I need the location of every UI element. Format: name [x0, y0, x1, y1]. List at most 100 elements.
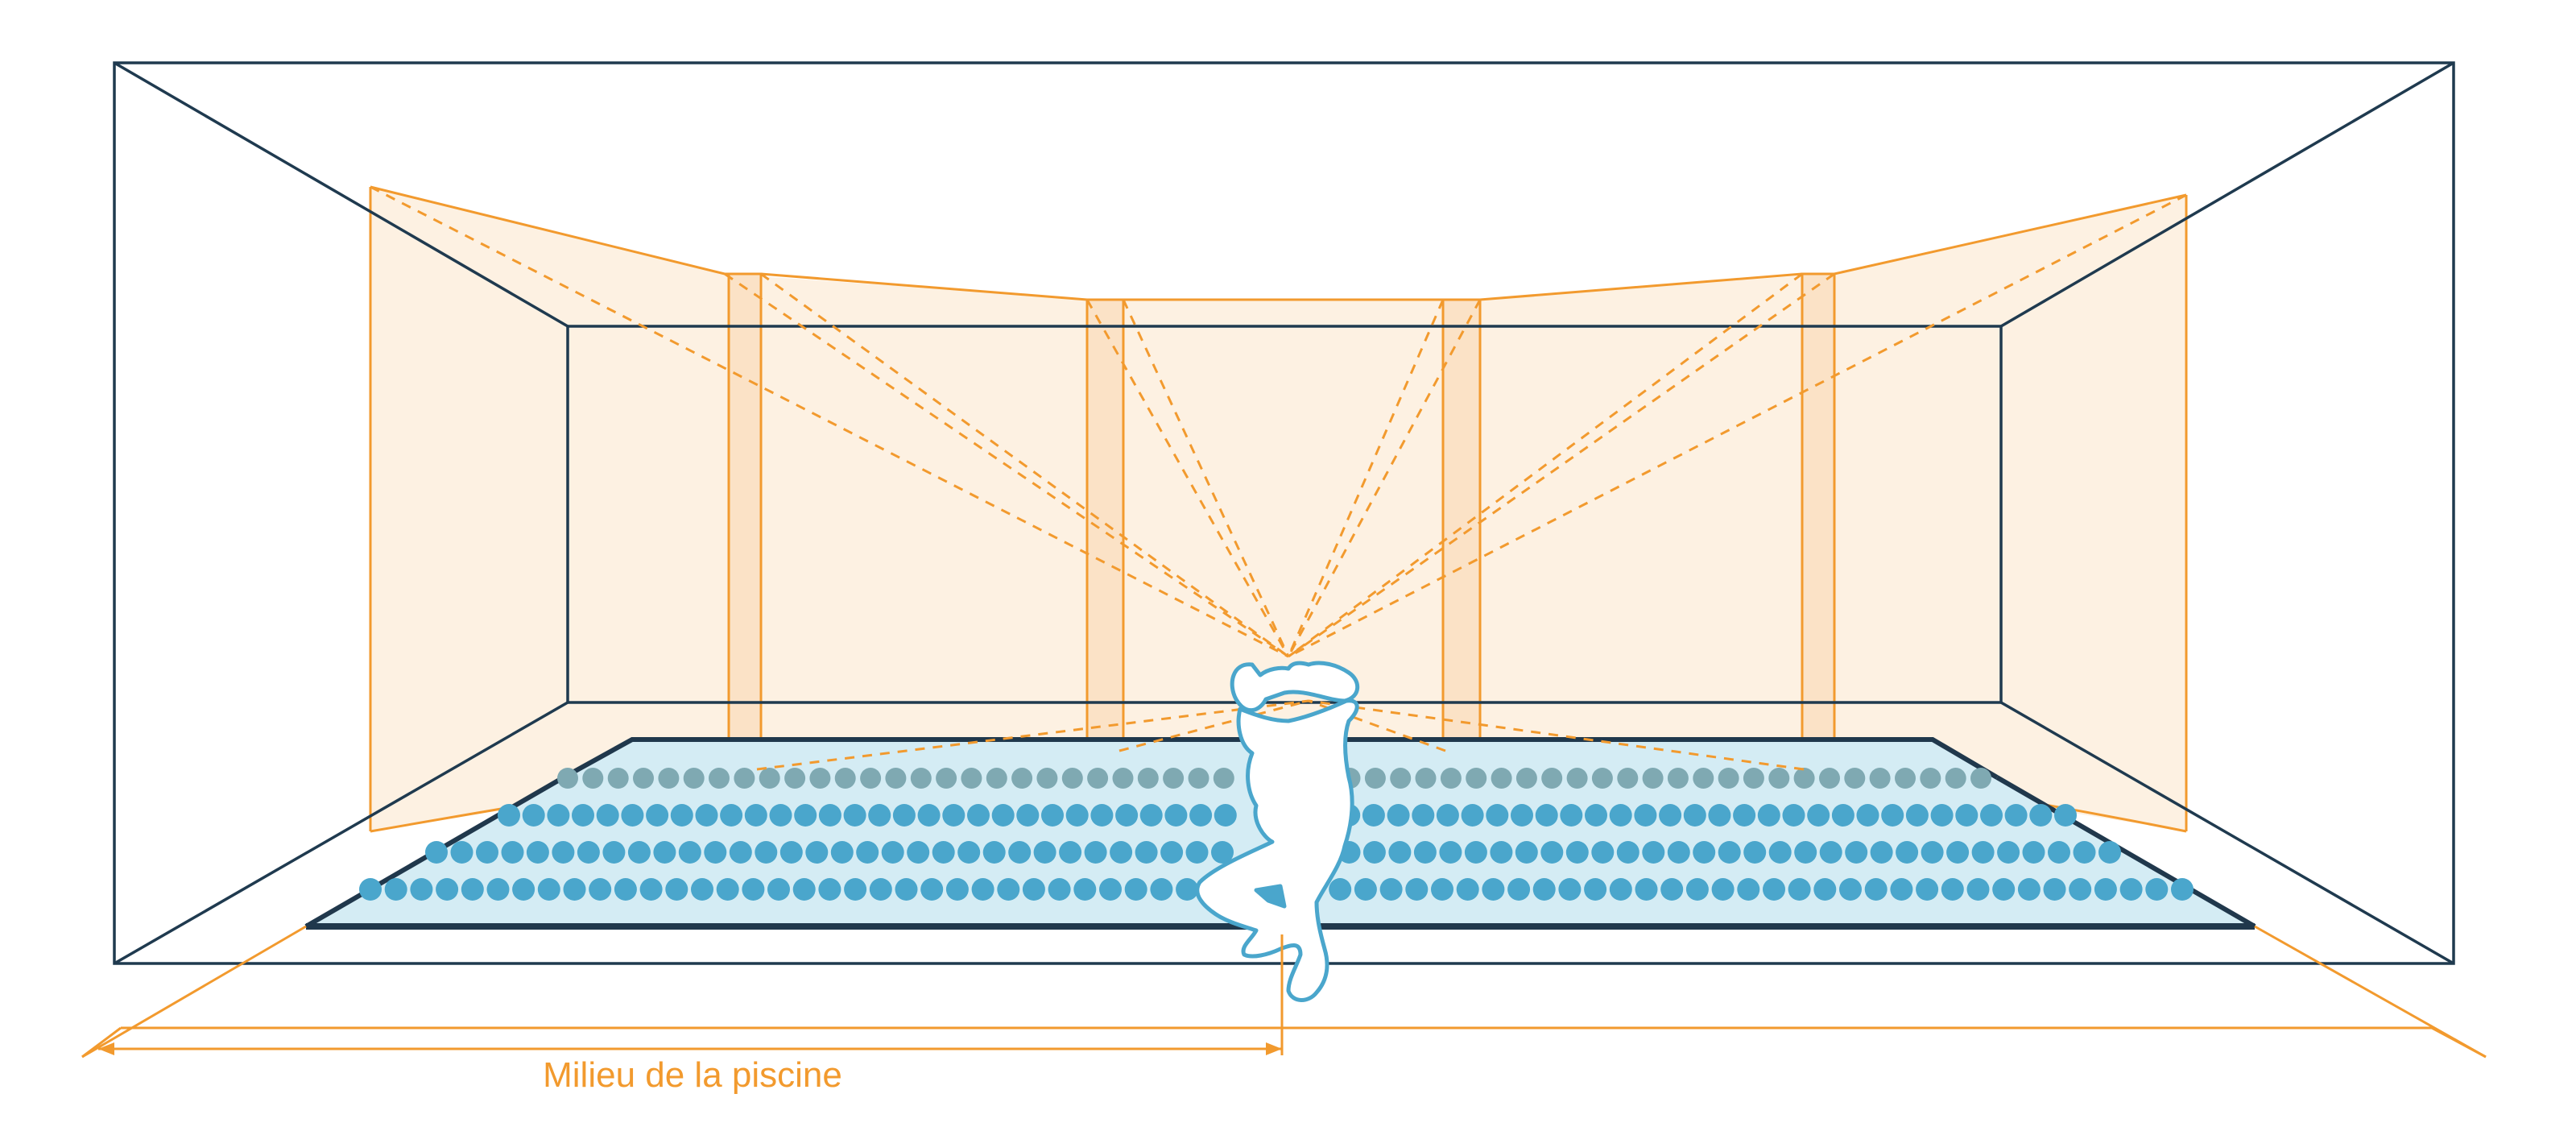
lane-ball [1869, 768, 1891, 789]
lane-ball [2017, 878, 2041, 901]
lane-ball [1515, 841, 1538, 864]
lane-rope-balls [359, 768, 2194, 901]
lane-ball [1685, 878, 1709, 901]
lane-ball [2054, 804, 2077, 827]
lane-ball [1920, 768, 1941, 789]
lane-ball [1946, 841, 1970, 864]
lane-ball [967, 804, 990, 827]
room-back-wall [566, 325, 2003, 704]
lane-ball [1491, 768, 1512, 789]
floor-left-perspective-line [81, 925, 307, 1059]
lane-ball [834, 768, 856, 789]
lane-ball [844, 878, 867, 901]
lane-ball [1090, 804, 1114, 827]
lane-ball [683, 768, 705, 789]
lane-ball [907, 841, 930, 864]
lane-ball [794, 804, 817, 827]
pool-width-left-end [81, 1026, 122, 1059]
lane-ball [678, 841, 701, 864]
lane-ball [1768, 768, 1790, 789]
lane-ball [1364, 768, 1386, 789]
lane-ball [1390, 768, 1412, 789]
lane-ball [1059, 841, 1082, 864]
light-ray [1288, 272, 1803, 658]
lane-ball [1150, 878, 1173, 901]
lane-ball [633, 768, 654, 789]
lane-ball [1532, 878, 1556, 901]
lane-ball [1711, 878, 1735, 901]
lane-ball [1388, 841, 1412, 864]
lane-ball [563, 878, 586, 901]
lane-ball [1807, 804, 1830, 827]
lane-ball [1022, 878, 1045, 901]
room-edge-bottom-left [114, 701, 569, 965]
light-ray [1288, 193, 2187, 658]
lane-ball [1115, 804, 1139, 827]
lane-ball [744, 804, 767, 827]
light-rays [370, 185, 2187, 771]
lane-ball [1708, 804, 1731, 827]
pool-right-edge [1995, 775, 2256, 929]
lane-ball [1921, 841, 1944, 864]
lane-ball [1634, 804, 1657, 827]
lane-ball [1048, 878, 1071, 901]
lane-ball [1591, 768, 1613, 789]
lane-ball [1511, 804, 1533, 827]
lane-ball [1412, 804, 1435, 827]
lane-ball [522, 804, 545, 827]
swimmer-silhouette-icon [1195, 661, 1360, 1055]
light-ray [1288, 272, 1835, 658]
lane-ball [1362, 841, 1386, 864]
lane-ball [1971, 841, 1995, 864]
lane-ball [709, 768, 730, 789]
lane-ball [917, 804, 941, 827]
lane-ball [1461, 804, 1484, 827]
lane-ball [755, 841, 778, 864]
lane-ball [1763, 878, 1785, 901]
lane-ball [1743, 841, 1767, 864]
lane-ball [1185, 841, 1209, 864]
lane-ball [784, 768, 806, 789]
light-ray-low [1308, 699, 1446, 752]
lane-ball [910, 768, 932, 789]
lane-ball [1362, 804, 1385, 827]
lane-ball [658, 768, 680, 789]
lane-ball [1405, 878, 1429, 901]
lane-ball [1966, 878, 1990, 901]
lane-ball [1955, 804, 1979, 827]
lane-ball [1585, 804, 1607, 827]
lane-ball [1870, 841, 1893, 864]
lane-ball [1896, 841, 1919, 864]
lane-ball [1881, 804, 1904, 827]
lane-ball [818, 878, 841, 901]
lane-ball [1137, 768, 1159, 789]
pool-width-right-end [2431, 1026, 2487, 1059]
room-wireframe [113, 61, 2455, 965]
lane-ball [1768, 841, 1792, 864]
lane-ball [869, 878, 892, 901]
lane-ball [1099, 878, 1122, 901]
lane-ball [1482, 878, 1505, 901]
lane-ball [1617, 768, 1639, 789]
light-ray [1287, 299, 1482, 657]
light-ray-low [1118, 699, 1309, 752]
lane-ball [1163, 768, 1185, 789]
lane-ball [1124, 878, 1147, 901]
lane-ball [1980, 804, 2003, 827]
lane-ball [1667, 768, 1689, 789]
lane-ball [1033, 841, 1056, 864]
lane-ball [1930, 804, 1954, 827]
lane-ball [1036, 768, 1058, 789]
lane-ball [537, 878, 560, 901]
lane-ball [1916, 878, 1939, 901]
lane-ball [359, 878, 382, 901]
lane-ball [1566, 768, 1588, 789]
lane-ball [843, 804, 866, 827]
lane-ball [596, 804, 619, 827]
lane-ball [1819, 768, 1840, 789]
lane-ball [759, 768, 780, 789]
lane-ball [1667, 841, 1690, 864]
center-left-light-panel [1085, 298, 1125, 752]
lane-ball [1084, 841, 1107, 864]
